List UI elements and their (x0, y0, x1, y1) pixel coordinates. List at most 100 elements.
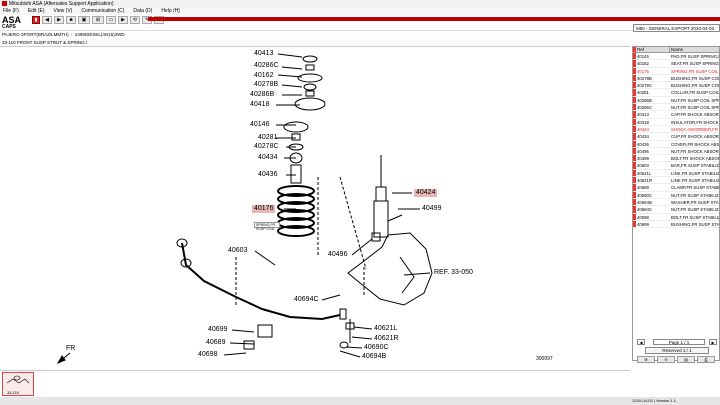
menu-view[interactable]: View (V) (53, 8, 73, 14)
callout-40424[interactable]: 40424 (414, 189, 438, 197)
thumbnail-drawing (6, 375, 30, 384)
callout-40281[interactable]: 40281 (258, 134, 278, 141)
callout-40699[interactable]: 40699 (208, 326, 228, 333)
row-marker (633, 111, 636, 118)
window-icon[interactable]: ▭ (106, 15, 116, 24)
callout-40162[interactable]: 40162 (254, 72, 274, 79)
menu-edit[interactable]: Edit (E) (27, 8, 45, 14)
callout-40146[interactable]: 40146 (250, 121, 270, 128)
reserved-button[interactable]: Reserved 1 / 1 (645, 347, 709, 354)
thumb-shape (13, 375, 21, 381)
home-icon[interactable]: ▮ (32, 15, 40, 24)
row-marker (633, 82, 636, 89)
callout-40689[interactable]: 40689 (206, 339, 226, 346)
callout-40286C[interactable]: 40286C (254, 62, 279, 69)
stop-icon[interactable]: ■ (66, 15, 76, 24)
callout-40499[interactable]: 40499 (422, 205, 442, 212)
ref-label[interactable]: REF. 33-050 (434, 269, 473, 276)
row-ref: 40434 (637, 134, 649, 140)
menu-file[interactable]: File (F) (3, 8, 19, 14)
callout-40496[interactable]: 40496 (328, 251, 348, 258)
spring-coil (277, 201, 315, 213)
nut-part (305, 64, 315, 71)
callout-40621R[interactable]: 40621R (374, 335, 399, 342)
page-prev-button[interactable]: ◀ (637, 339, 645, 345)
menu-communication[interactable]: Communication (C) (81, 8, 125, 14)
callout-40694B[interactable]: 40694B (362, 353, 387, 360)
refresh-icon[interactable]: ⟲ (130, 15, 140, 24)
row-name: BUSHING,FR SUSP COIL SPRING (671, 83, 719, 89)
callout-40434[interactable]: 40434 (258, 154, 278, 161)
play-icon[interactable]: ▶ (118, 15, 128, 24)
shock-mount (371, 232, 381, 242)
thumb-line (6, 378, 30, 384)
lower-arm-outline (347, 232, 433, 306)
diagram-thumbnail[interactable]: 33-110 (2, 372, 34, 396)
row-marker (633, 104, 636, 111)
callout-40621L[interactable]: 40621L (374, 325, 398, 332)
grid-icon[interactable]: ▣ (78, 15, 90, 24)
row-name: LINK,FR SUSP STABILIZER,RH (671, 178, 719, 184)
back-icon[interactable]: ◀ (42, 15, 52, 24)
row-name: SHOCK ABSORBER,FR SUSP (671, 126, 719, 132)
callout-40694C[interactable]: 40694C (294, 296, 319, 303)
row-marker (633, 177, 636, 184)
forward-icon[interactable]: ▶ (54, 15, 64, 24)
callout-40603[interactable]: 40603 (228, 247, 248, 254)
callout-40418[interactable]: 40418 (250, 101, 270, 108)
leader-line (353, 326, 373, 330)
callout-40278C[interactable]: 40278C (254, 143, 279, 150)
row-marker (633, 184, 636, 191)
callout-40436[interactable]: 40436 (258, 171, 278, 178)
table-icon[interactable]: ⊞ (92, 15, 104, 24)
callout-40176[interactable]: 40176 (252, 205, 276, 213)
zoom-out-icon[interactable]: ⊖ (657, 356, 675, 363)
row-ref: 40176 (637, 68, 649, 74)
callout-40278B[interactable]: 40278B (254, 81, 279, 88)
row-name: PAD,FR SUSP SPRING,UPR (671, 54, 719, 59)
nut-part (305, 90, 315, 97)
row-marker (633, 191, 636, 198)
row-marker (633, 53, 636, 60)
callout-40690C[interactable]: 40690C (364, 344, 389, 351)
header-name[interactable]: Name (671, 47, 684, 52)
callout-40698[interactable]: 40698 (198, 351, 218, 358)
print-icon[interactable]: ⎙ (697, 356, 715, 363)
model-select[interactable]: M80 - GENERAL EXPORT 2020-04-03 (633, 24, 720, 32)
zoom-in-icon[interactable]: ⊕ (637, 356, 655, 363)
callout-40286B[interactable]: 40286B (250, 91, 275, 98)
menu-help[interactable]: Help (H) (161, 8, 180, 14)
header-ref[interactable]: Ref (636, 47, 670, 52)
callout-40413[interactable]: 40413 (254, 50, 274, 57)
spring-coil (277, 185, 315, 197)
page-next-button[interactable]: ▶ (709, 339, 717, 345)
menu-data[interactable]: Data (D) (133, 8, 153, 14)
list-icon[interactable]: ▤ (677, 356, 695, 363)
collar-part (291, 133, 301, 141)
